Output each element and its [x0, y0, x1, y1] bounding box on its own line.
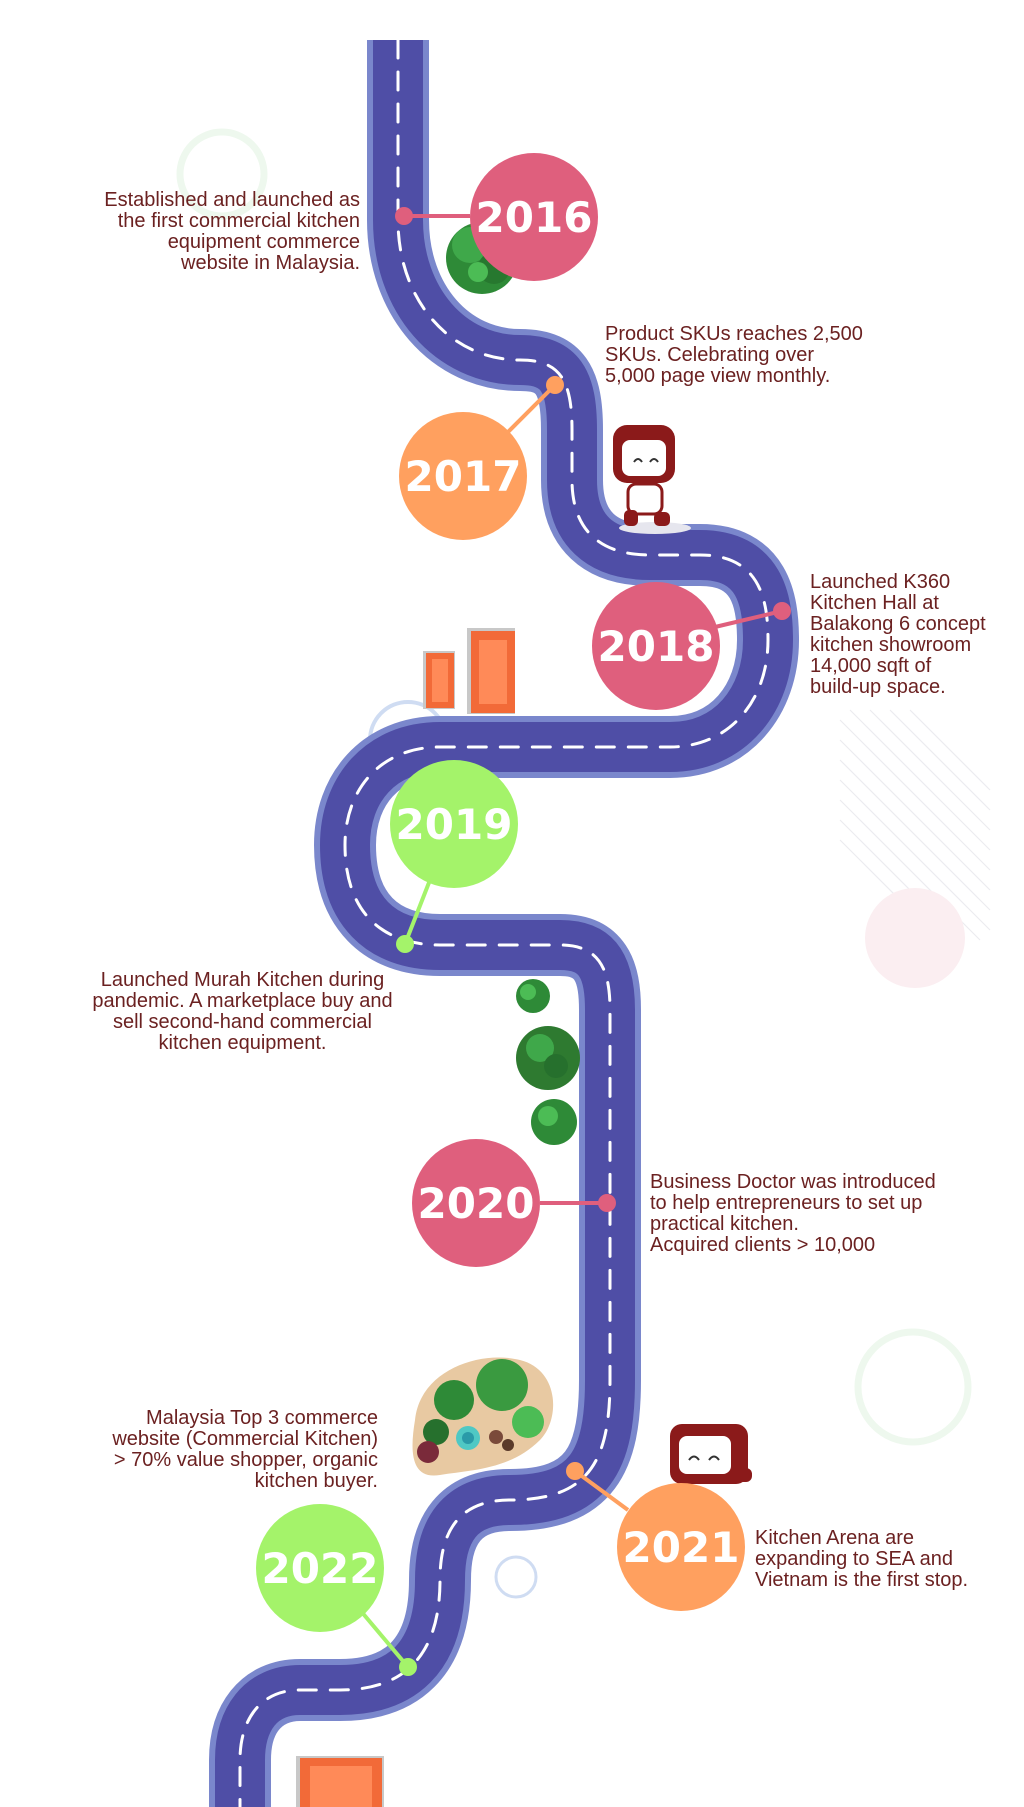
year-badge-2016: 2016	[470, 153, 598, 281]
decor-dot-pink	[865, 888, 965, 988]
connector-2018	[714, 602, 791, 629]
milestone-text-2017: Product SKUs reaches 2,500 SKUs. Celebra…	[605, 323, 863, 387]
connector-2019	[396, 879, 432, 953]
connector-2017	[503, 376, 564, 437]
milestone-text-2021: Kitchen Arena are expanding to SEA and V…	[755, 1527, 969, 1591]
connector-2022	[358, 1608, 417, 1676]
decor-ring-small	[494, 1555, 538, 1599]
building-icon	[296, 1756, 384, 1807]
mascot-icon	[613, 425, 691, 534]
building-icon	[467, 628, 515, 714]
tree-icon	[531, 1099, 577, 1145]
road-lane-dashes	[238, 38, 770, 1807]
connector-2021	[566, 1462, 630, 1512]
mascot-icon	[670, 1424, 752, 1484]
year-badge-2017: 2017	[399, 412, 527, 540]
tree-icon	[516, 979, 550, 1013]
decor-ring-top	[176, 128, 268, 220]
year-badge-2020: 2020	[412, 1139, 540, 1267]
milestone-text-2018: Launched K360 Kitchen Hall at Balakong 6…	[810, 571, 986, 698]
year-badge-2022: 2022	[256, 1504, 384, 1632]
decor-ring-bottom	[854, 1328, 972, 1446]
milestone-text-2020: Business Doctor was introduced to help e…	[650, 1171, 936, 1256]
year-badge-2021: 2021	[617, 1483, 745, 1611]
building-icon	[423, 651, 455, 709]
year-badge-2018: 2018	[592, 582, 720, 710]
garden-icon	[412, 1357, 554, 1476]
connector-2016	[395, 207, 470, 225]
milestone-text-2022: Malaysia Top 3 commerce website (Commerc…	[112, 1407, 378, 1492]
milestone-text-2019: Launched Murah Kitchen during pandemic. …	[92, 969, 393, 1054]
year-badge-2019: 2019	[390, 760, 518, 888]
tree-icon	[516, 1026, 580, 1090]
connector-2020	[540, 1194, 616, 1212]
milestone-text-2016: Established and launched as the first co…	[104, 189, 360, 274]
